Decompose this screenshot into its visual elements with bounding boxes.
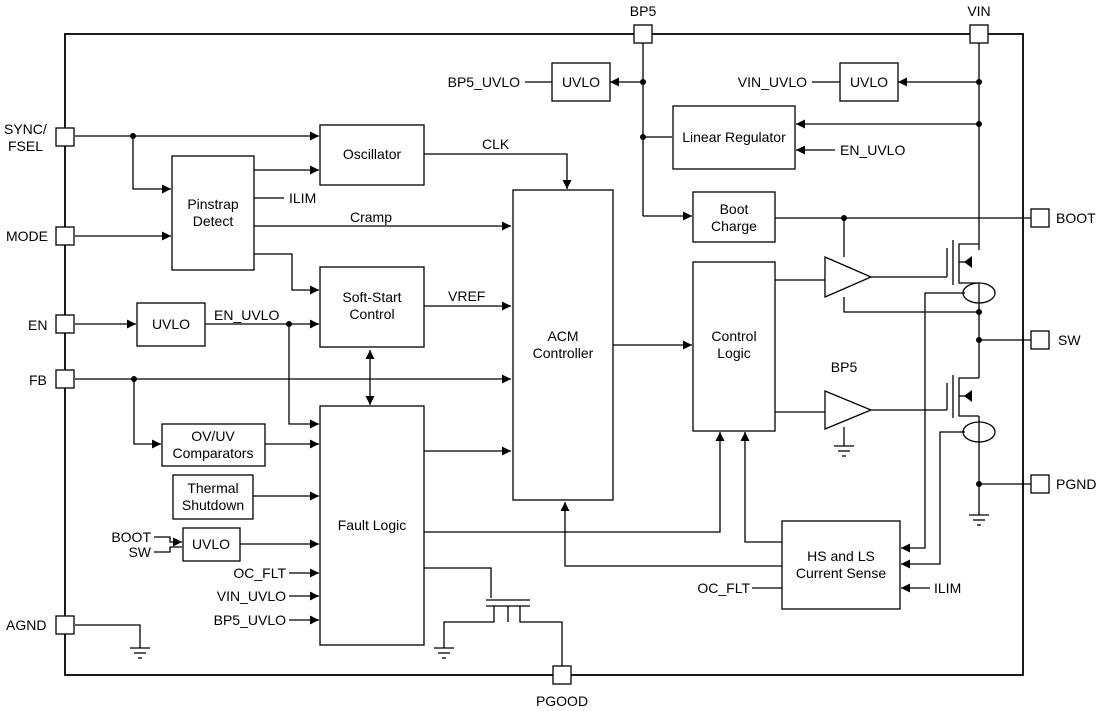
- pinstrap-block: [171, 155, 255, 271]
- pinstrap-label-2: Detect: [193, 213, 234, 229]
- en-uvlo-in-label: EN_UVLO: [840, 142, 905, 158]
- bp5-uvlo-label: UVLO: [562, 74, 600, 90]
- softstart-block: [319, 266, 425, 348]
- boot-uvlo-label: UVLO: [192, 536, 230, 552]
- mode-pin: [55, 226, 75, 246]
- boot-in-label: BOOT: [111, 529, 151, 545]
- current-sense-label-1: HS and LS: [807, 548, 875, 564]
- pgood-ground-icon: [434, 626, 454, 659]
- agnd-pin: [55, 615, 75, 635]
- control-logic-label-1: Control: [711, 328, 756, 344]
- high-side-driver: [824, 256, 873, 298]
- chip-outline: [64, 33, 1024, 676]
- acm-label-2: Controller: [533, 345, 594, 361]
- current-sense-label-2: Current Sense: [796, 565, 886, 581]
- vref-label: VREF: [448, 288, 485, 304]
- pgood-pin: [552, 665, 572, 685]
- softstart-label-1: Soft-Start: [342, 289, 401, 305]
- sw-pin: [1030, 330, 1050, 350]
- boot-pin: [1030, 208, 1050, 228]
- wires: [75, 42, 1031, 666]
- oscillator-block: [319, 124, 425, 186]
- en-pin: [55, 314, 75, 334]
- control-logic-label-2: Logic: [717, 345, 750, 361]
- oc-flt-in-label: OC_FLT: [233, 565, 286, 581]
- agnd-pin-label: AGND: [6, 617, 46, 633]
- thermal-label-2: Shutdown: [182, 497, 244, 513]
- oc-flt-out-label: OC_FLT: [697, 580, 750, 596]
- fault-logic-label: Fault Logic: [338, 517, 406, 533]
- fb-pin: [55, 369, 75, 389]
- acm-controller-block: [512, 189, 614, 501]
- junction-dots: [130, 79, 982, 487]
- cramp-label: Cramp: [350, 209, 392, 225]
- ilim-pinstrap-label: ILIM: [289, 190, 316, 206]
- boot-uvlo-block: [182, 527, 241, 562]
- bp5-uvlo-block: [551, 62, 611, 102]
- linear-regulator-block: [672, 105, 796, 170]
- vin-uvlo-label: UVLO: [850, 74, 888, 90]
- sync-fsel-pin-label-1: SYNC/: [4, 121, 47, 137]
- linear-regulator-label: Linear Regulator: [682, 129, 786, 145]
- ovuv-label-1: OV/UV: [191, 428, 235, 444]
- fb-pin-label: FB: [29, 372, 47, 388]
- bp5-uvlo-in-label: BP5_UVLO: [214, 612, 286, 628]
- ilim-cs-label: ILIM: [934, 580, 961, 596]
- vin-pin: [969, 24, 989, 44]
- bp5-uvlo-out-label: BP5_UVLO: [448, 74, 520, 90]
- en-uvlo-block: [136, 302, 206, 347]
- sync-fsel-pin-label-2: FSEL: [8, 138, 43, 154]
- clk-label: CLK: [482, 136, 510, 152]
- vin-uvlo-in-label: VIN_UVLO: [217, 588, 286, 604]
- pgnd-pin: [1030, 474, 1050, 494]
- driver-ground-icon: [834, 445, 854, 457]
- control-logic-block: [692, 261, 776, 432]
- current-sense-block: [781, 520, 901, 610]
- boot-charge-label-1: Boot: [720, 201, 749, 217]
- ground-symbols: [130, 445, 989, 659]
- boot-charge-block: [692, 191, 776, 243]
- sync-fsel-pin: [55, 127, 75, 147]
- softstart-label-2: Control: [349, 306, 394, 322]
- vin-pin-label: VIN: [967, 3, 990, 19]
- agnd-ground-icon: [130, 647, 150, 659]
- acm-label-1: ACM: [547, 328, 578, 344]
- pgood-pin-label: PGOOD: [536, 693, 588, 709]
- pinstrap-label-1: Pinstrap: [187, 196, 239, 212]
- oscillator-label: Oscillator: [343, 146, 402, 162]
- pgnd-pin-label: PGND: [1056, 476, 1096, 492]
- en-pin-label: EN: [28, 317, 47, 333]
- vin-uvlo-out-label: VIN_UVLO: [738, 74, 807, 90]
- ovuv-block: [161, 423, 266, 467]
- pgnd-ground-icon: [969, 514, 989, 526]
- bp5-driver-label: BP5: [831, 359, 858, 375]
- low-side-driver: [824, 390, 873, 430]
- mode-pin-label: MODE: [6, 228, 48, 244]
- en-uvlo-out-label: EN_UVLO: [214, 307, 279, 323]
- thermal-block: [172, 474, 254, 520]
- vin-uvlo-block: [839, 62, 899, 102]
- sw-pin-label: SW: [1058, 332, 1081, 348]
- bp5-pin-label: BP5: [630, 3, 657, 19]
- thermal-label-1: Thermal: [187, 480, 238, 496]
- bp5-pin: [633, 24, 653, 44]
- ovuv-label-2: Comparators: [173, 445, 254, 461]
- boot-charge-label-2: Charge: [711, 218, 757, 234]
- sw-in-label: SW: [128, 544, 151, 560]
- en-uvlo-label: UVLO: [152, 316, 190, 332]
- boot-pin-label: BOOT: [1056, 210, 1096, 226]
- fault-logic-block: [319, 405, 425, 646]
